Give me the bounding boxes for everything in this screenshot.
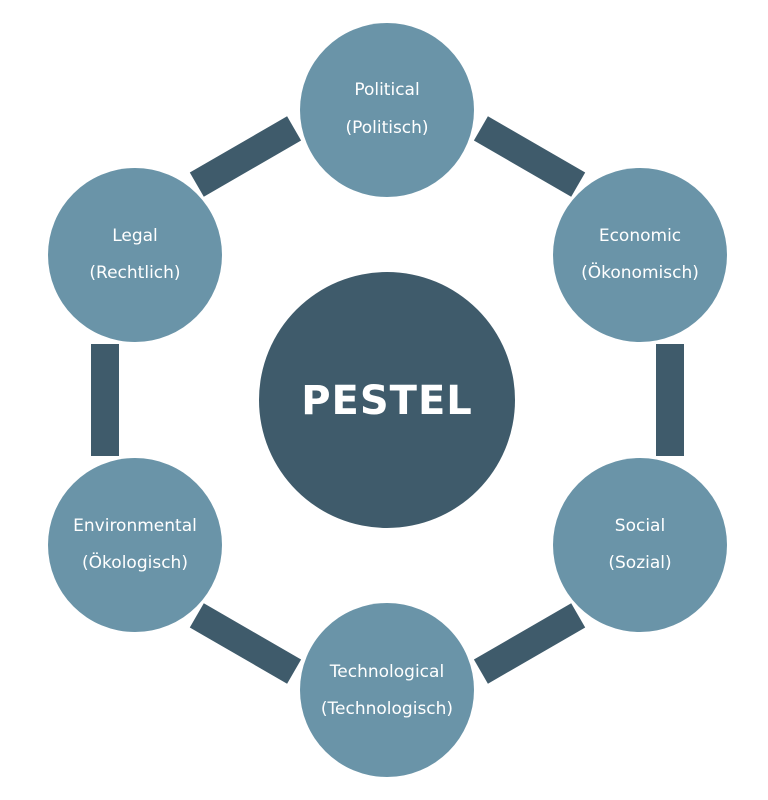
factor-political: Political (Politisch)	[300, 23, 474, 197]
factor-technological: Technological (Technologisch)	[300, 603, 474, 777]
factor-economic: Economic (Ökonomisch)	[553, 168, 727, 342]
factor-label: Environmental	[73, 516, 197, 536]
factor-circle	[300, 603, 474, 777]
factor-circle	[48, 458, 222, 632]
ring-segment-political-economic	[473, 116, 586, 197]
factor-label: Social	[615, 516, 665, 536]
ring-segment-legal-political	[189, 116, 302, 197]
ring-segment-technological-environmental	[189, 603, 302, 684]
center-label: PESTEL	[301, 378, 473, 424]
factor-label: Technological	[329, 662, 444, 682]
center-circle	[259, 272, 515, 528]
center-node: PESTEL	[259, 272, 515, 528]
ring-segment-social-technological	[473, 603, 586, 684]
factor-label: Political	[354, 80, 419, 100]
factor-sublabel: (Rechtlich)	[89, 263, 180, 283]
factor-social: Social (Sozial)	[553, 458, 727, 632]
factor-label: Economic	[599, 226, 681, 246]
factor-legal: Legal (Rechtlich)	[48, 168, 222, 342]
connector-ring	[91, 116, 684, 684]
factor-environmental: Environmental (Ökologisch)	[48, 458, 222, 632]
factor-sublabel: (Politisch)	[345, 118, 428, 138]
factor-label: Legal	[112, 226, 158, 246]
factor-sublabel: (Ökologisch)	[82, 551, 188, 573]
factor-circle	[300, 23, 474, 197]
factor-sublabel: (Sozial)	[608, 553, 671, 573]
factor-sublabel: (Ökonomisch)	[581, 261, 699, 283]
factor-sublabel: (Technologisch)	[321, 699, 453, 719]
factor-circle	[48, 168, 222, 342]
factor-circle	[553, 168, 727, 342]
factor-circle	[553, 458, 727, 632]
